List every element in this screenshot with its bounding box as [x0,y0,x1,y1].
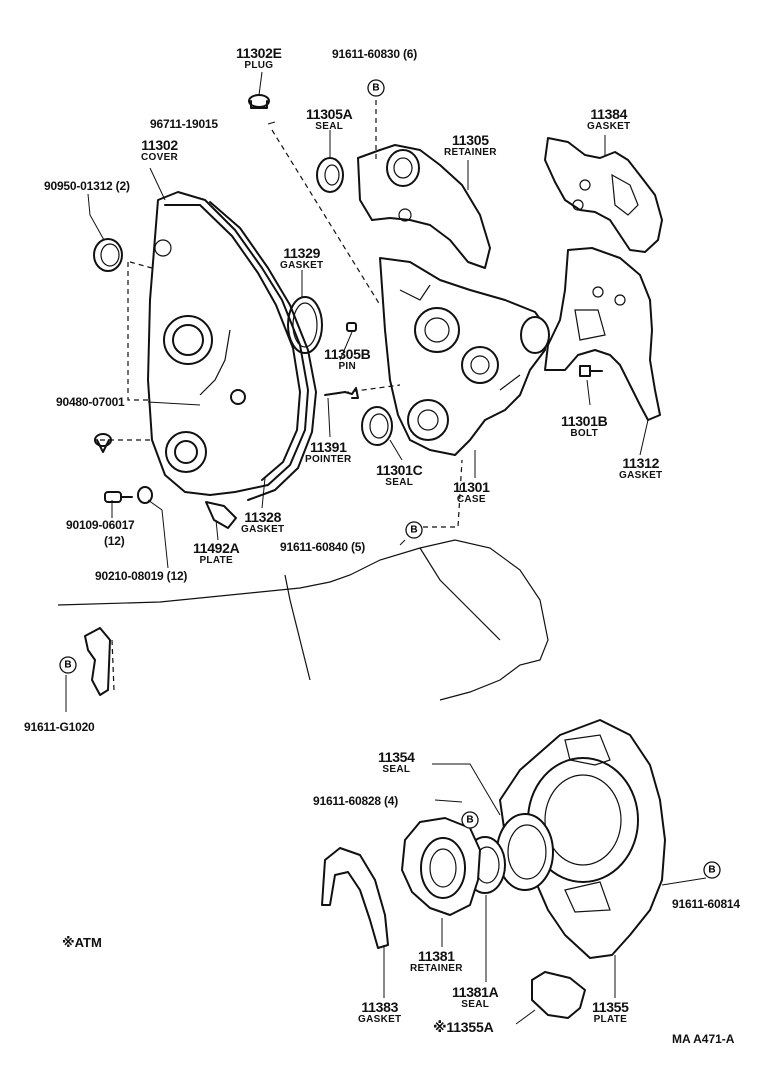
number-91611-60830: 91611-60830 (6) [332,47,418,61]
bolt-marker-1: B [367,79,385,97]
cap [93,238,123,272]
bolt-marker-3: B [59,656,77,674]
plug [248,94,270,109]
number-91611-60814: 91611-60814 [672,897,740,911]
bolt-11301b [579,365,603,377]
gasket-top-right [544,137,663,253]
engine-block-outline [57,539,549,701]
number-90950-01312: 90950-01312 (2) [44,179,130,193]
number-91611-60840: 91611-60840 (5) [280,540,366,554]
grommet [94,433,112,453]
timing-cover [147,191,309,496]
rear-retainer [401,817,481,916]
svg-text:B: B [708,865,715,876]
bracket-dash [111,639,115,691]
reference-code: MA A471-A [672,1032,735,1046]
retainer-top [357,144,491,269]
bolt-marker-2: B [405,521,423,539]
pointer [324,387,359,399]
cover-gasket [209,201,317,501]
bracket-clip [84,627,111,696]
bolt-marker-4: B [461,811,479,829]
svg-text:B: B [410,525,417,536]
svg-text:B: B [466,815,473,826]
seal-front [361,406,393,446]
assembly-lines [100,100,463,528]
rear-gasket [321,847,389,949]
pin [346,322,357,332]
svg-text:B: B [372,83,379,94]
plate-small [205,501,237,529]
gasket-ring [287,296,323,354]
number-90109-06017: 90109-06017 [66,518,135,532]
seal-large [496,813,554,891]
bolt-marker-5: B [703,861,721,879]
number-96711-19015: 96711-19015 [150,117,218,131]
number-90109-qty: (12) [104,534,125,548]
leader-lines [65,71,707,1025]
timing-case [379,257,550,456]
number-91611-60828: 91611-60828 (4) [313,794,399,808]
svg-text:B: B [64,660,71,671]
number-91611-G1020: 91611-G1020 [24,720,95,734]
number-90480-07001: 90480-07001 [56,395,125,409]
small-cover [531,971,586,1019]
bolt-and-washer [104,486,153,504]
number-90210-08019: 90210-08019 (12) [95,569,188,583]
gasket-case [544,247,661,421]
number-11355A: ※11355A [433,1019,494,1035]
legend-atm: ※ATM [62,935,102,950]
seal-retainer [316,157,344,193]
